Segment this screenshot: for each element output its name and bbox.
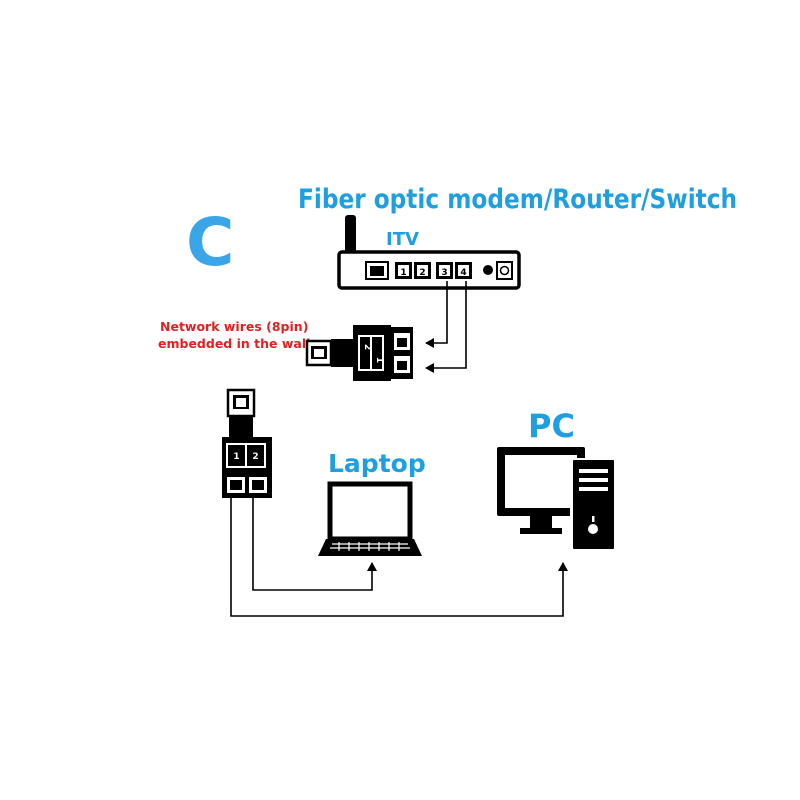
splitter-port-number: 1 xyxy=(233,452,239,462)
diagram-letter: C xyxy=(186,204,235,281)
pc-label: PC xyxy=(528,407,575,445)
router: 1 2 3 4 xyxy=(337,215,521,290)
laptop-icon xyxy=(318,481,422,556)
router-port-number: 1 xyxy=(400,268,406,278)
cable-to-laptop xyxy=(252,496,377,591)
splitter-port-number: 2 xyxy=(252,452,258,462)
router-to-splitter-cables xyxy=(425,281,467,373)
power-jack-icon xyxy=(496,261,513,280)
network-wires-line1: Network wires (8pin) xyxy=(160,319,309,334)
pc-icon xyxy=(497,447,615,550)
router-port-number: 2 xyxy=(419,268,425,278)
splitter-device-side: 1 2 xyxy=(222,388,272,498)
splitter-to-devices-cables xyxy=(230,496,568,617)
itv-label: ITV xyxy=(386,229,419,250)
router-port-number: 3 xyxy=(441,268,447,278)
splitter-plug xyxy=(331,339,356,367)
diagram-title: Fiber optic modem/Router/Switch xyxy=(298,184,738,215)
laptop-label: Laptop xyxy=(328,449,426,478)
splitter-port-number: 1 xyxy=(374,357,384,363)
power-button-icon xyxy=(483,265,493,275)
splitter-plug xyxy=(229,416,253,441)
splitter-port-number: 2 xyxy=(362,344,372,350)
cable-to-pc xyxy=(230,496,568,617)
router-port-number: 4 xyxy=(460,268,466,278)
network-wires-line2: embedded in the wall xyxy=(158,336,311,351)
network-wires-note: Network wires (8pin) embedded in the wal… xyxy=(158,318,310,352)
splitter-router-side: 2 1 xyxy=(305,325,413,381)
router-lan-ports: 1 2 3 4 xyxy=(395,262,472,279)
